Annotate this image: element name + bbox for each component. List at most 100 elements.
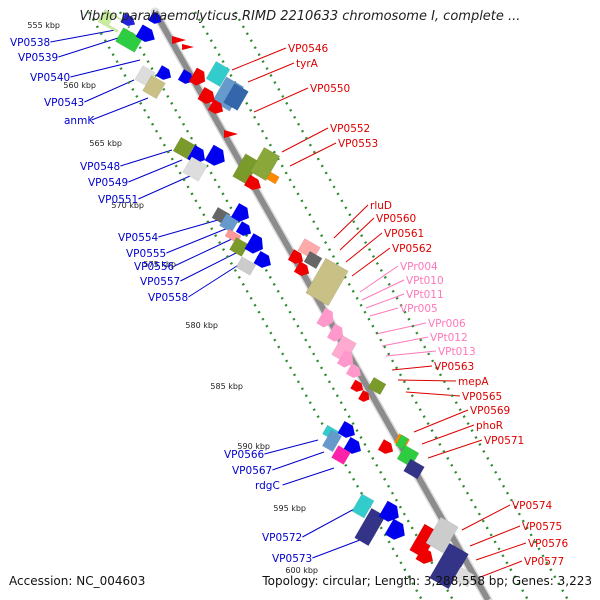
gene-block xyxy=(229,237,249,257)
label-leader-line xyxy=(359,265,399,293)
gene-label-tyra: tyrA xyxy=(296,58,319,70)
label-leader-line xyxy=(361,279,405,301)
gene-label-vp0540: VP0540 xyxy=(30,72,70,84)
label-leader-line xyxy=(333,204,369,239)
gene-arrow xyxy=(350,379,364,392)
gene-block xyxy=(249,147,281,181)
label-leader-line xyxy=(475,542,527,561)
label-leader-line xyxy=(289,142,337,167)
gene-block xyxy=(182,156,208,182)
label-leader-line xyxy=(247,62,295,83)
gene-arrow xyxy=(120,13,136,27)
gene-marker xyxy=(182,44,194,50)
label-leader-line xyxy=(312,539,361,559)
gene-arrow xyxy=(207,99,224,114)
gene-label-vp0552: VP0552 xyxy=(330,123,370,135)
label-leader-line xyxy=(375,322,427,335)
label-leader-line xyxy=(180,251,239,282)
label-leader-line xyxy=(253,87,309,113)
label-leader-line xyxy=(365,293,405,309)
topology-summary: Topology: circular; Length: 3,288,558 bp… xyxy=(262,574,592,588)
gene-arrow xyxy=(377,439,394,454)
label-leader-line xyxy=(264,439,319,455)
gene-block xyxy=(351,493,375,519)
gene-label-vpt011: VPt011 xyxy=(406,289,444,301)
gene-label-vp0572: VP0572 xyxy=(262,532,302,544)
gene-arrow xyxy=(135,24,155,42)
map-title: Vibrio parahaemolyticus RIMD 2210633 chr… xyxy=(79,9,521,24)
gene-arrow xyxy=(148,11,162,24)
label-leader-line xyxy=(58,37,119,58)
gene-block xyxy=(223,83,249,111)
gene-arrow xyxy=(188,67,206,86)
gene-block xyxy=(367,376,387,396)
track-right-outer xyxy=(233,11,570,600)
gene-label-vp0543: VP0543 xyxy=(44,97,84,109)
label-leader-line xyxy=(70,59,141,78)
gene-arrow xyxy=(415,546,433,564)
scale-tick: 555 kbp xyxy=(27,21,60,30)
gene-arrow xyxy=(316,307,334,328)
gene-arrow xyxy=(287,249,304,264)
gene-block xyxy=(205,60,231,88)
gene-label-rdgc: rdgC xyxy=(255,480,280,492)
label-leader-line xyxy=(385,350,437,357)
gene-block xyxy=(425,516,459,554)
gene-arrow xyxy=(235,221,252,236)
gene-arrow xyxy=(378,500,399,522)
gene-label-vp0562: VP0562 xyxy=(392,243,432,255)
gene-block xyxy=(172,136,196,160)
gene-label-vpr004: VPr004 xyxy=(400,261,438,273)
scale-tick: 585 kbp xyxy=(210,382,243,391)
gene-arrow xyxy=(384,518,405,540)
gene-label-vp0555: VP0555 xyxy=(126,248,166,260)
scale-tick: 580 kbp xyxy=(185,321,218,330)
gene-arrow xyxy=(293,261,310,276)
gene-label-vpr005: VPr005 xyxy=(400,303,438,315)
gene-block xyxy=(115,27,143,53)
gene-arrow xyxy=(244,233,263,254)
gene-marker xyxy=(224,130,238,138)
label-leader-line xyxy=(138,175,191,200)
gene-label-vp0539: VP0539 xyxy=(18,52,58,64)
gene-arrow xyxy=(244,174,261,190)
label-leader-line xyxy=(351,247,391,277)
gene-label-vp0557: VP0557 xyxy=(140,276,180,288)
gene-label-vp0576: VP0576 xyxy=(528,538,569,550)
label-leader-line xyxy=(397,379,457,382)
scale-tick: 590 kbp xyxy=(237,442,270,451)
gene-label-vp0554: VP0554 xyxy=(118,232,159,244)
scale-tick: 595 kbp xyxy=(273,504,306,513)
label-leader-line xyxy=(272,451,325,471)
label-leader-line xyxy=(381,336,429,347)
label-leader-line xyxy=(281,127,329,153)
gene-marker xyxy=(172,36,186,44)
gene-label-vpt012: VPt012 xyxy=(430,332,468,344)
gene-label-vp0549: VP0549 xyxy=(88,177,128,189)
label-leader-line xyxy=(339,217,375,251)
scale-tick: 565 kbp xyxy=(89,139,122,148)
label-leader-line xyxy=(302,507,357,538)
label-leader-line xyxy=(128,159,183,183)
gene-label-vp0556: VP0556 xyxy=(134,261,175,273)
label-leader-line xyxy=(345,232,383,263)
gene-label-vp0563: VP0563 xyxy=(434,361,474,373)
track-left-outer xyxy=(87,11,424,600)
gene-block xyxy=(331,335,357,363)
gene-label-vp0574: VP0574 xyxy=(512,500,553,512)
gene-label-vp0571: VP0571 xyxy=(484,435,524,447)
gene-label-rlud: rluD xyxy=(370,200,392,212)
gene-block xyxy=(235,256,257,276)
track-left-inner xyxy=(118,11,455,600)
gene-arrow xyxy=(253,250,271,268)
label-leader-line xyxy=(427,439,483,459)
gene-label-vp0560: VP0560 xyxy=(376,213,416,225)
scale-tick: 575 kbp xyxy=(143,260,176,269)
gene-label-vp0553: VP0553 xyxy=(338,138,378,150)
gene-label-vpr006: VPr006 xyxy=(428,318,466,330)
gene-label-vp0538: VP0538 xyxy=(10,37,50,49)
gene-block xyxy=(305,257,349,307)
scale-tick: 560 kbp xyxy=(63,81,96,90)
gene-label-vp0577: VP0577 xyxy=(524,556,564,568)
gene-label-vp0551: VP0551 xyxy=(98,194,138,206)
